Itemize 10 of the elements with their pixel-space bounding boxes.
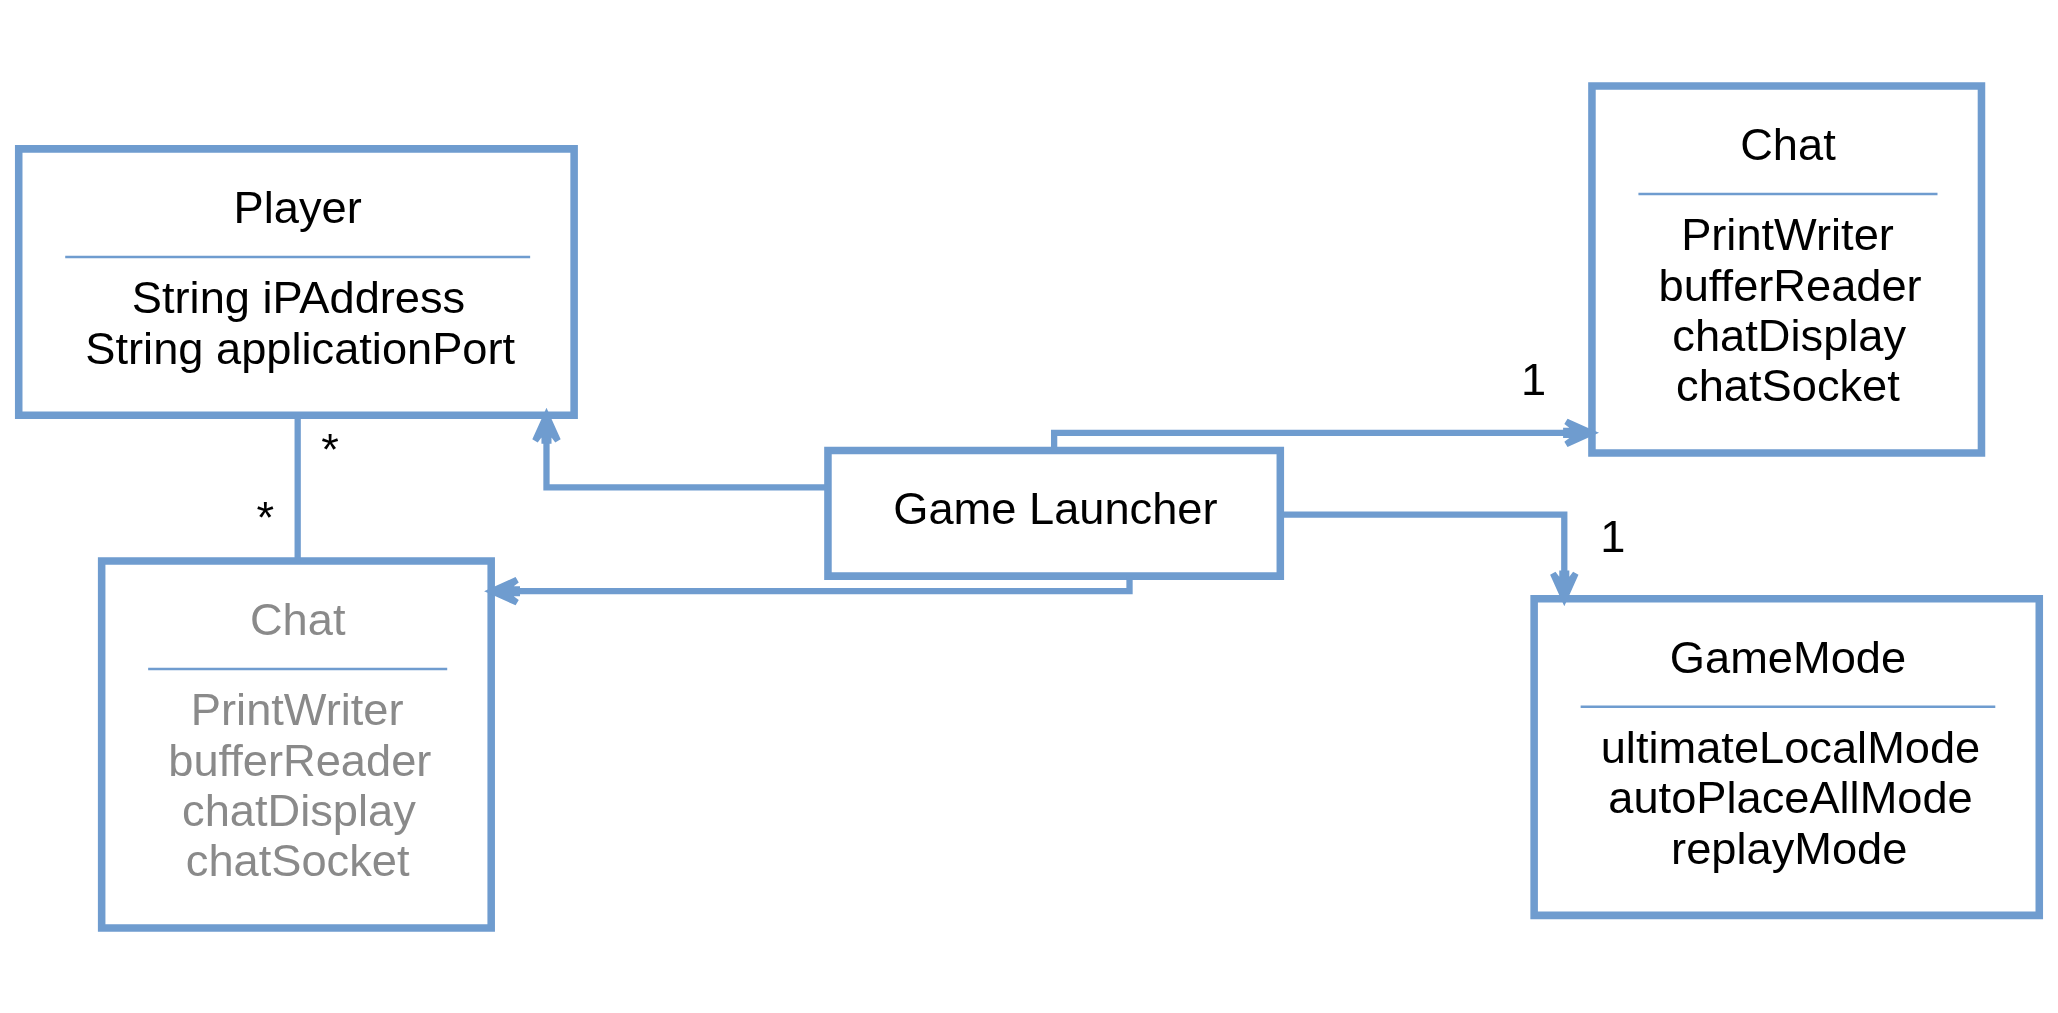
edge-label: 1 xyxy=(1600,510,1626,562)
edge-label: 1 xyxy=(1521,353,1547,405)
node-box: Game Launcher xyxy=(824,446,1285,580)
node-box: Player String iPAddress String applicationPort xyxy=(14,144,578,419)
label: * xyxy=(256,491,275,543)
node-box: GameMode ultimateLocalMode autoPlaceAllMode replayMode xyxy=(1530,594,2044,919)
node-box: Chat PrintWriter bufferReader chatDisplay chatSocket xyxy=(97,556,495,932)
arrow xyxy=(532,411,828,490)
label: * xyxy=(321,423,339,475)
node-box: Chat PrintWriter bufferReader chatDisplay chatSocket xyxy=(1588,81,1986,457)
